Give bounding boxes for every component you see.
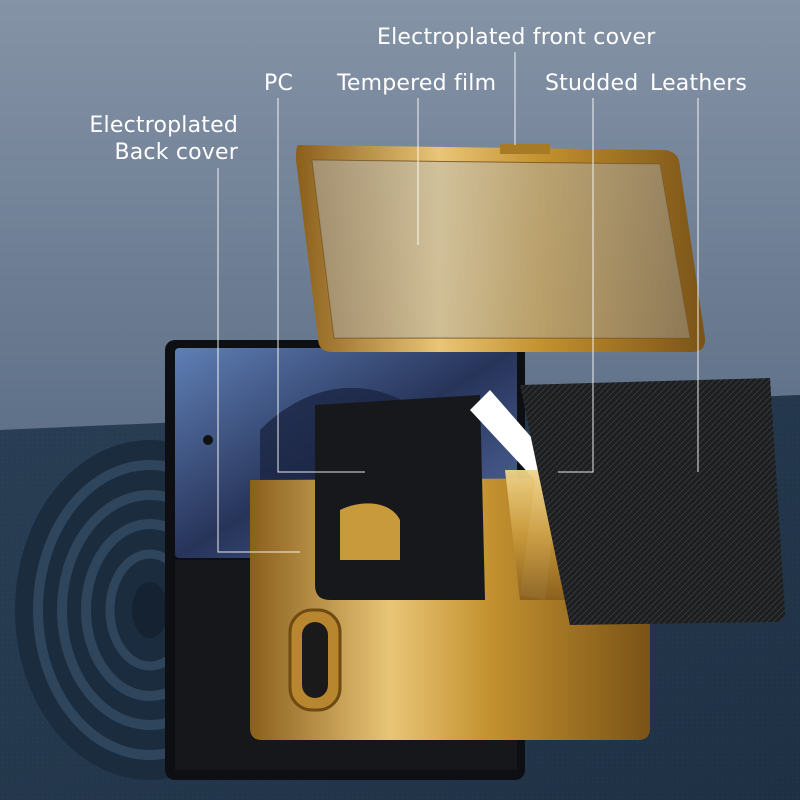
label-studded: Studded xyxy=(545,71,639,96)
label-pc: PC xyxy=(264,71,294,96)
pc-panel-part xyxy=(315,395,485,600)
label-back-cover-line2: Back cover xyxy=(114,140,238,165)
label-leathers: Leathers xyxy=(650,71,748,96)
front-cover-part xyxy=(296,144,706,352)
leader-lines xyxy=(217,52,699,553)
label-back-cover-line1: Electroplated xyxy=(89,113,238,138)
label-tempered-film: Tempered film xyxy=(337,71,497,96)
leather-part xyxy=(520,378,785,625)
label-front-cover: Electroplated front cover xyxy=(377,25,656,50)
label-back-cover: Electroplated Back cover xyxy=(80,112,238,166)
